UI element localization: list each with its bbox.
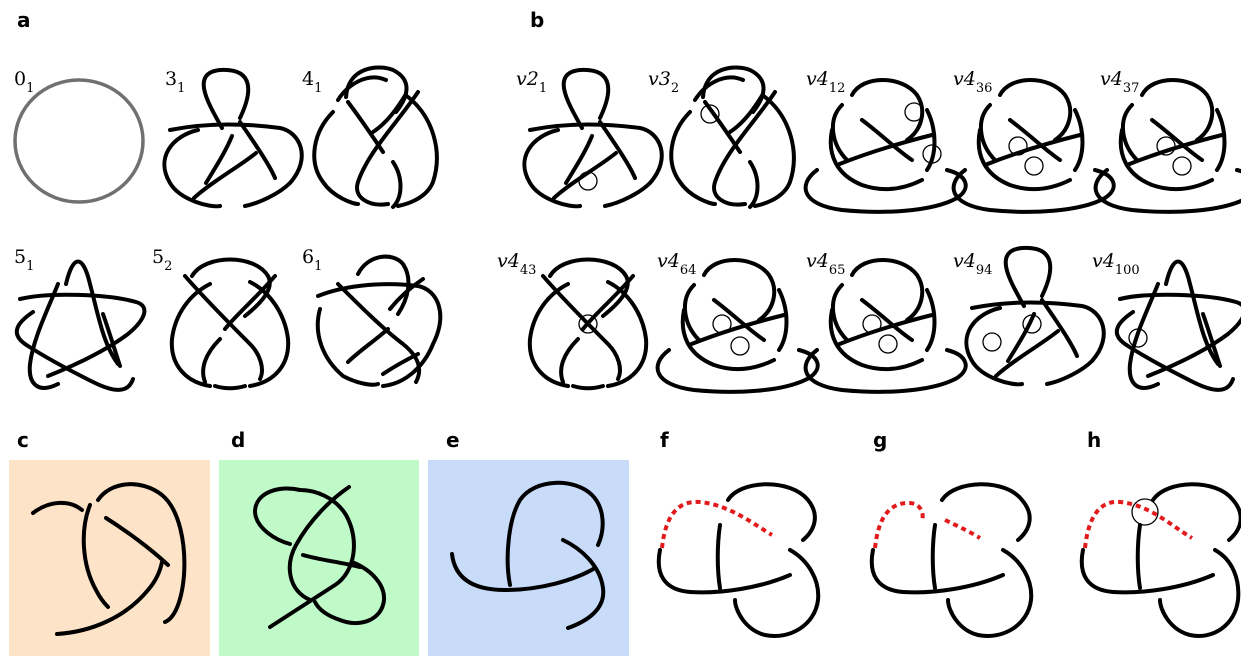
virtual-crossing-circle: [1128, 328, 1148, 348]
knot-label-3-1: 31: [165, 68, 186, 96]
virtual-crossing-circle: [700, 104, 720, 124]
knot-label-0-1: 01: [14, 68, 35, 96]
removed-strand-dashed: [944, 518, 982, 540]
knot-diagram-f: [656, 482, 821, 638]
virtual-crossing-circle: [1156, 136, 1176, 156]
virtual-crossing-circle: [1008, 136, 1028, 156]
knot-v2-1: [522, 67, 664, 209]
knot-label-6-1: 61: [302, 246, 323, 274]
panel-c-background: [9, 460, 210, 656]
knot-v3-2: [669, 65, 796, 209]
virtual-crossing-circle: [578, 171, 598, 191]
knot-label-v4-43: v443: [497, 250, 537, 278]
knot-label-v4-12: v412: [806, 68, 846, 96]
knot-label-v4-100: v4100: [1092, 250, 1140, 278]
removed-strand-dashed: [873, 500, 925, 549]
knot-v4-37: [1093, 78, 1241, 214]
panel-letter-c: c: [17, 428, 29, 452]
panel-letter-d: d: [231, 428, 246, 452]
knot-diagram-g: [869, 482, 1034, 638]
virtual-crossing-circle: [1024, 156, 1044, 176]
virtual-crossing-circle: [878, 334, 898, 354]
virtual-crossing-circle: [982, 332, 1002, 352]
knot-label-v4-65: v465: [806, 250, 846, 278]
knot-5-1: [14, 259, 147, 392]
knot-label-v4-64: v464: [657, 250, 697, 278]
knot-4-1: [312, 65, 439, 209]
knot-v4-100: [1114, 259, 1241, 392]
knot-label-v2-1: v21: [516, 68, 548, 96]
panel-letter-g: g: [873, 428, 888, 452]
panel-letter-e: e: [446, 428, 460, 452]
knot-label-5-2: 52: [152, 246, 173, 274]
knot-diagram-d: [253, 485, 387, 629]
knot-v4-65: [803, 258, 968, 394]
knot-diagram-h: [1079, 482, 1241, 638]
virtual-crossing-circle: [730, 336, 750, 356]
virtual-crossing-circle: [1172, 156, 1192, 176]
knot-6-1: [315, 254, 443, 388]
knot-label-v4-37: v437: [1100, 68, 1140, 96]
virtual-crossing-circle: [578, 314, 598, 334]
knot-diagram-e: [450, 480, 606, 630]
panel-letter-f: f: [660, 428, 669, 452]
removed-strand-dashed: [1083, 499, 1194, 549]
knot-label-4-1: 41: [302, 68, 323, 96]
knot-label-5-1: 51: [14, 246, 35, 274]
knot-diagram-c: [31, 482, 187, 636]
virtual-crossing-circle: [862, 314, 882, 334]
panel-letter-h: h: [1087, 428, 1102, 452]
knot-v4-94: [964, 245, 1106, 387]
knot-3-1: [162, 67, 304, 209]
panel-letter-b: b: [530, 8, 545, 32]
virtual-crossing-circle: [1022, 314, 1042, 334]
knot-v4-64: [655, 258, 820, 394]
panel-letter-a: a: [17, 8, 31, 32]
knot-label-v4-94: v494: [953, 250, 993, 278]
knot-label-v3-2: v32: [648, 68, 680, 96]
virtual-crossing-circle: [712, 314, 732, 334]
removed-strand-dashed: [660, 499, 774, 549]
knot-5-2: [169, 257, 291, 391]
virtual-crossing-circle: [1131, 498, 1159, 526]
virtual-crossing-circle: [922, 144, 942, 164]
knot-v4-12: [803, 78, 968, 214]
knot-v4-43: [527, 257, 649, 391]
unknot-circle: [13, 78, 145, 204]
virtual-crossing-circle: [904, 102, 924, 122]
knot-label-v4-36: v436: [953, 68, 993, 96]
knot-v4-36: [951, 78, 1116, 214]
